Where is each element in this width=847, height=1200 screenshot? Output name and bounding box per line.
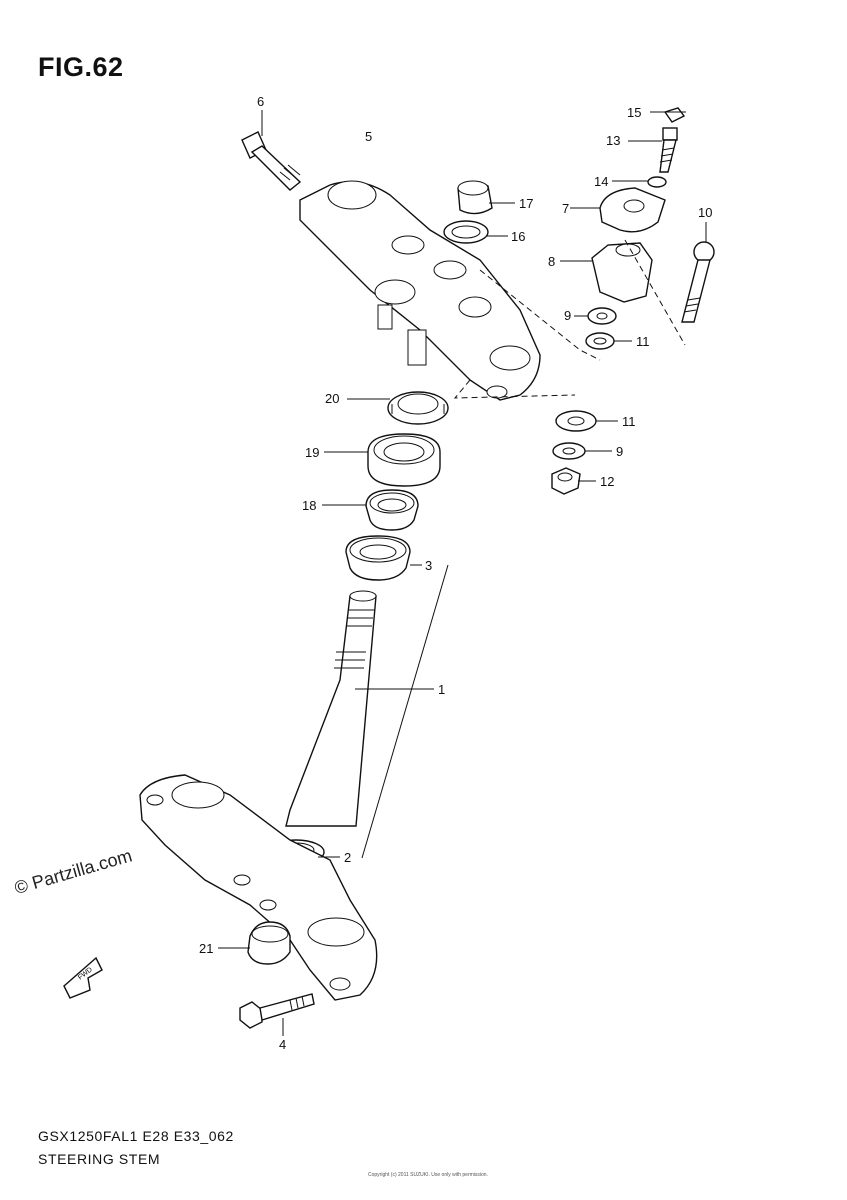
part-19-dust-seal bbox=[367, 433, 441, 487]
callout-15: 15 bbox=[627, 105, 641, 120]
callout-4: 4 bbox=[279, 1037, 286, 1052]
callout-13: 13 bbox=[606, 133, 620, 148]
callout-7: 7 bbox=[562, 201, 569, 216]
part-18-upper-bearing bbox=[365, 489, 419, 531]
callout-16: 16 bbox=[511, 229, 525, 244]
part-3-lower-bearing bbox=[345, 535, 411, 581]
callout-1: 1 bbox=[438, 682, 445, 697]
callout-6: 6 bbox=[257, 94, 264, 109]
callout-19: 19 bbox=[305, 445, 319, 460]
callout-17: 17 bbox=[519, 196, 533, 211]
callout-14: 14 bbox=[594, 174, 608, 189]
part-11-washer-lower bbox=[555, 410, 597, 432]
part-14-washer bbox=[647, 176, 667, 188]
callout-5: 5 bbox=[365, 129, 372, 144]
assembly-lines bbox=[361, 239, 686, 859]
part-6-bolt bbox=[241, 131, 302, 191]
callout-18: 18 bbox=[302, 498, 316, 513]
part-11-washer-upper bbox=[585, 332, 615, 350]
callout-12: 12 bbox=[600, 474, 614, 489]
part-15-cap bbox=[663, 107, 686, 123]
callout-9-lower: 9 bbox=[616, 444, 623, 459]
callout-11-lower: 11 bbox=[622, 414, 636, 429]
part-16-washer bbox=[443, 220, 489, 244]
part-1-steering-stem bbox=[285, 590, 377, 827]
part-17-cap bbox=[457, 180, 493, 215]
leader-lines bbox=[218, 110, 707, 1036]
part-21-cap bbox=[247, 921, 291, 965]
copyright-fine-print: Copyright (c) 2011 SUZUKI. Use only with… bbox=[368, 1172, 488, 1178]
callout-10: 10 bbox=[698, 205, 712, 220]
section-name: STEERING STEM bbox=[38, 1151, 161, 1167]
callout-21: 21 bbox=[199, 941, 213, 956]
lower-bracket bbox=[139, 774, 378, 1001]
callout-11-upper: 11 bbox=[636, 334, 650, 349]
part-10-bolt bbox=[681, 241, 715, 323]
callout-2: 2 bbox=[344, 850, 351, 865]
callout-8: 8 bbox=[548, 254, 555, 269]
part-20-stem-nut bbox=[387, 391, 449, 425]
part-5-upper-bracket bbox=[299, 180, 541, 401]
callout-3: 3 bbox=[425, 558, 432, 573]
part-7-holder-upper bbox=[599, 187, 666, 233]
callout-labels: 6 5 15 13 14 17 7 10 16 8 9 11 20 11 19 … bbox=[199, 94, 712, 1052]
part-4-bolt bbox=[239, 993, 315, 1029]
callout-9-upper: 9 bbox=[564, 308, 571, 323]
part-8-holder-lower bbox=[591, 242, 653, 303]
part-13-bolt bbox=[659, 127, 678, 173]
part-9-washer-upper bbox=[587, 307, 617, 325]
part-9-washer-lower bbox=[552, 442, 586, 460]
figure-title: FIG.62 bbox=[38, 52, 124, 82]
callout-20: 20 bbox=[325, 391, 339, 406]
fwd-arrow: FWD bbox=[63, 956, 103, 999]
part-12-nut bbox=[551, 467, 581, 495]
model-code: GSX1250FAL1 E28 E33_062 bbox=[38, 1128, 234, 1144]
